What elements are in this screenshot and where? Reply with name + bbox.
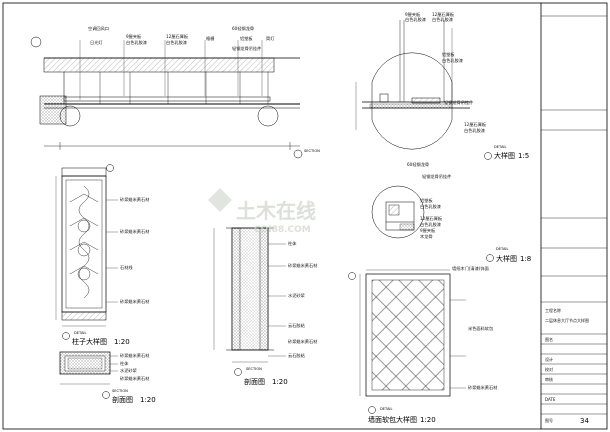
col-sec-tag: SECTION (246, 367, 262, 371)
top-label-7: 格栅 (206, 35, 214, 42)
dtr-label-7: 轻钢龙骨吊挂件 (444, 99, 473, 106)
col-sec-label-6: 云石胶粘 (288, 352, 305, 359)
top-label-8: 60轻钢龙骨 (232, 25, 254, 32)
dtr-label-6: 白色乳胶漆 (442, 57, 463, 64)
ceiling-tag: SECTION (304, 149, 320, 153)
dmr-label-1: 60轻钢龙骨 (407, 161, 429, 168)
col-plan-title: 剖面图 (112, 395, 133, 404)
tb-sheet-number: 34 (580, 417, 589, 425)
tb-reviewer: 审核 (545, 376, 553, 382)
watermark-sub: COI88.COM (254, 225, 311, 235)
col-sec-label-5: 砂浆蜡米黄石材 (288, 338, 317, 345)
dtr-label-4: 白色乳胶漆 (432, 16, 453, 23)
ceiling-section (30, 36, 303, 159)
col-sec-label-4: 云石胶粘 (288, 322, 305, 329)
tb-project-label: 工程名称 (545, 307, 561, 313)
dmr-title: 大样图 (496, 254, 517, 263)
detail-mid-right (371, 185, 494, 262)
col-plan-label-3: 水泥砂浆 (120, 367, 138, 374)
tb-date: DATE (545, 397, 556, 402)
col-sec-label-2: 砂浆蜡米黄石材 (288, 262, 317, 269)
col-elev-tag: DETAIL (74, 331, 86, 335)
top-label-6: 白色乳胶漆 (166, 39, 187, 46)
wall-panel (348, 269, 466, 414)
col-sec-scale: 1:20 (272, 378, 288, 386)
col-elev-label-3: 石材线 (120, 264, 133, 271)
dmr-tag: DETAIL (496, 247, 508, 251)
tb-name-label: 图名 (545, 336, 553, 342)
col-elev-title: 柱子大样图 (72, 337, 107, 346)
dmr-label-7: 9厘夹板 (420, 227, 436, 234)
top-label-10: 轻钢龙骨吊挂件 (232, 45, 261, 52)
wall-label-2: 米色面料软包 (468, 325, 494, 332)
dmr-label-6: 白色乳胶漆 (420, 221, 441, 228)
dtr-label-1: 9厘夹板 (405, 11, 421, 18)
top-label-5: 12厘石膏板 (166, 33, 189, 40)
col-elev-label-2: 砂浆蜡米黄石材 (120, 228, 149, 235)
wall-tag: DETAIL (380, 407, 392, 411)
detail-top-right (355, 20, 492, 160)
col-elev-scale: 1:20 (114, 338, 130, 346)
top-label-2: 日光灯 (90, 39, 103, 46)
col-plan-label-2: 柱体 (120, 360, 129, 367)
dmr-scale: 1:8 (520, 255, 531, 263)
wall-scale: 1:20 (420, 416, 436, 424)
col-plan-tag: SECTION (112, 389, 128, 393)
dmr-label-3: 铝塑板 (420, 197, 433, 204)
watermark: 土木在线 COI88.COM (208, 188, 316, 235)
tb-drawing-name: 二层休息大厅节点大样图 (545, 317, 589, 323)
title-block (541, 15, 607, 415)
column-plan (59, 351, 118, 399)
top-label-4: 白色乳胶漆 (126, 39, 147, 46)
col-elev-label-1: 砂浆蜡米黄石材 (120, 196, 149, 203)
column-elevation (55, 164, 118, 340)
dtr-title: 大样图 (494, 151, 515, 160)
top-label-3: 9厘夹板 (126, 33, 142, 40)
top-label-11: 筒灯 (266, 35, 275, 42)
dtr-label-9: 白色乳胶漆 (464, 127, 485, 134)
dtr-tag: DETAIL (494, 145, 506, 149)
dtr-label-2: 白色乳胶漆 (405, 16, 426, 23)
wall-label-3: 砂浆蜡米黄石材 (468, 384, 497, 391)
dmr-label-8: 木龙骨 (420, 233, 433, 240)
col-elev-label-4: 砂浆蜡米黄石材 (120, 298, 149, 305)
col-sec-label-3: 水泥砂浆 (288, 292, 306, 299)
dmr-label-4: 白色乳胶漆 (420, 203, 441, 210)
dtr-label-3: 12厘石膏板 (432, 11, 455, 18)
dmr-label-2: 轻钢龙骨吊挂件 (422, 173, 451, 180)
col-sec-title: 剖面图 (244, 377, 265, 386)
tb-sheet-label: 图号 (545, 417, 553, 423)
dtr-label-8: 12厘石膏板 (464, 121, 487, 128)
watermark-main: 土木在线 (236, 199, 316, 223)
dtr-label-5: 铝塑板 (442, 51, 455, 58)
col-sec-label-1: 柱体 (288, 240, 297, 247)
col-plan-label-4: 砂浆蜡米黄石材 (120, 375, 149, 382)
wall-label-1: 墙纸木门(清漆)饰面 (452, 265, 489, 272)
column-section (213, 227, 286, 376)
col-plan-scale: 1:20 (140, 396, 156, 404)
tb-designer: 设计 (545, 356, 553, 362)
top-label-9: 铝塑板 (240, 35, 253, 42)
wall-title: 墙面软包大样图 (368, 415, 417, 424)
top-label-1: 空调回风口 (88, 25, 109, 32)
col-plan-label-1: 砂浆蜡米黄石材 (120, 352, 149, 359)
tb-checker: 校对 (545, 366, 553, 372)
dmr-label-5: 12厘石膏板 (420, 215, 443, 222)
dtr-scale: 1:5 (518, 152, 529, 160)
